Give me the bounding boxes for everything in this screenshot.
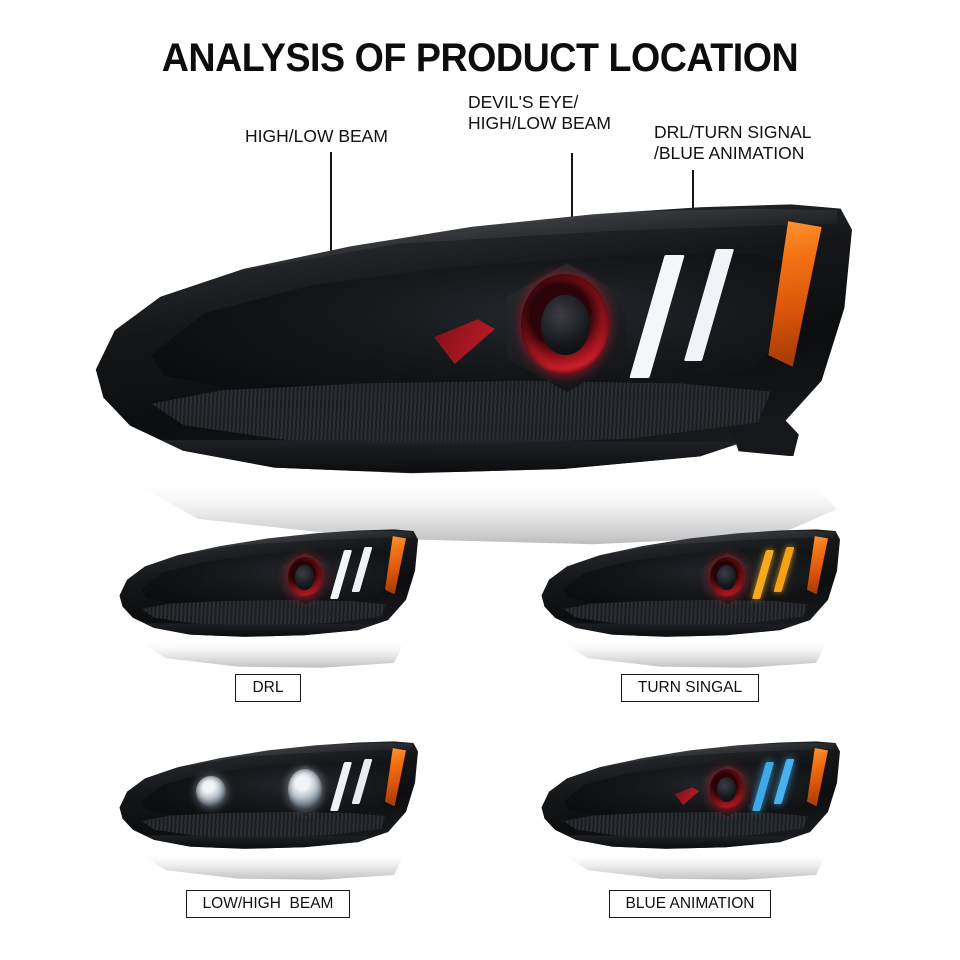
headlight-housing — [541, 741, 840, 849]
lower-reflector-strip — [141, 599, 386, 626]
projector-lens — [717, 777, 737, 802]
hero-headlight-image — [92, 196, 852, 476]
high-beam-projector — [287, 769, 322, 810]
housing-base — [136, 439, 808, 474]
headlight-housing — [95, 204, 852, 474]
lower-reflector-strip — [141, 811, 386, 838]
projector-lens — [540, 294, 590, 356]
headlight-housing — [541, 529, 840, 637]
projector-lens — [717, 565, 737, 590]
projector-lens — [295, 565, 315, 590]
caption-turn-signal-wrap: TURN SINGAL — [540, 674, 840, 703]
callout-label-line1: DEVIL'S EYE/ — [468, 92, 579, 112]
devils-eye-projector — [709, 557, 744, 598]
callout-label-line2: HIGH/LOW BEAM — [468, 113, 611, 134]
housing-base — [135, 835, 401, 849]
callout-label-line2: /BLUE ANIMATION — [654, 143, 805, 164]
headlight-housing — [119, 741, 418, 849]
devils-eye-projector — [287, 557, 322, 598]
caption-drl-wrap: DRL — [118, 674, 418, 703]
callout-label: HIGH/LOW BEAM — [245, 126, 388, 146]
lower-reflector-strip — [563, 811, 808, 838]
caption-turn-signal: TURN SINGAL — [620, 674, 760, 703]
variant-reflection — [540, 851, 840, 881]
devils-eye-projector — [709, 769, 744, 810]
callout-devils-eye: DEVIL'S EYE/ HIGH/LOW BEAM — [468, 92, 611, 135]
housing-base — [557, 835, 823, 849]
lower-reflector-strip — [151, 380, 771, 446]
headlight-housing — [119, 529, 418, 637]
caption-blue-animation: BLUE ANIMATION — [608, 890, 772, 919]
caption-low-high-beam-wrap: LOW/HIGH BEAM — [118, 890, 418, 919]
mounting-tab — [730, 420, 799, 457]
variant-headlight-blue-animation — [540, 738, 840, 850]
leader-line-high-low-beam — [330, 152, 332, 322]
variant-headlight-low-high-beam — [118, 738, 418, 850]
caption-drl: DRL — [235, 674, 301, 703]
callout-label-line1: DRL/TURN SIGNAL — [654, 122, 812, 142]
variant-reflection — [540, 639, 840, 669]
variant-reflection — [118, 639, 418, 669]
caption-low-high-beam: LOW/HIGH BEAM — [185, 890, 351, 919]
page-title: ANALYSIS OF PRODUCT LOCATION — [161, 36, 799, 80]
housing-base — [135, 623, 401, 637]
lower-reflector-strip — [563, 599, 808, 626]
housing-base — [557, 623, 823, 637]
caption-blue-animation-wrap: BLUE ANIMATION — [540, 890, 840, 919]
devils-eye-projector — [521, 274, 609, 376]
callout-drl-turn-signal: DRL/TURN SIGNAL /BLUE ANIMATION — [654, 122, 812, 165]
variant-reflection — [118, 851, 418, 881]
variant-headlight-drl — [118, 526, 418, 638]
variant-headlight-turn-signal — [540, 526, 840, 638]
low-beam-projector — [196, 776, 226, 808]
callout-high-low-beam: HIGH/LOW BEAM — [245, 126, 388, 147]
